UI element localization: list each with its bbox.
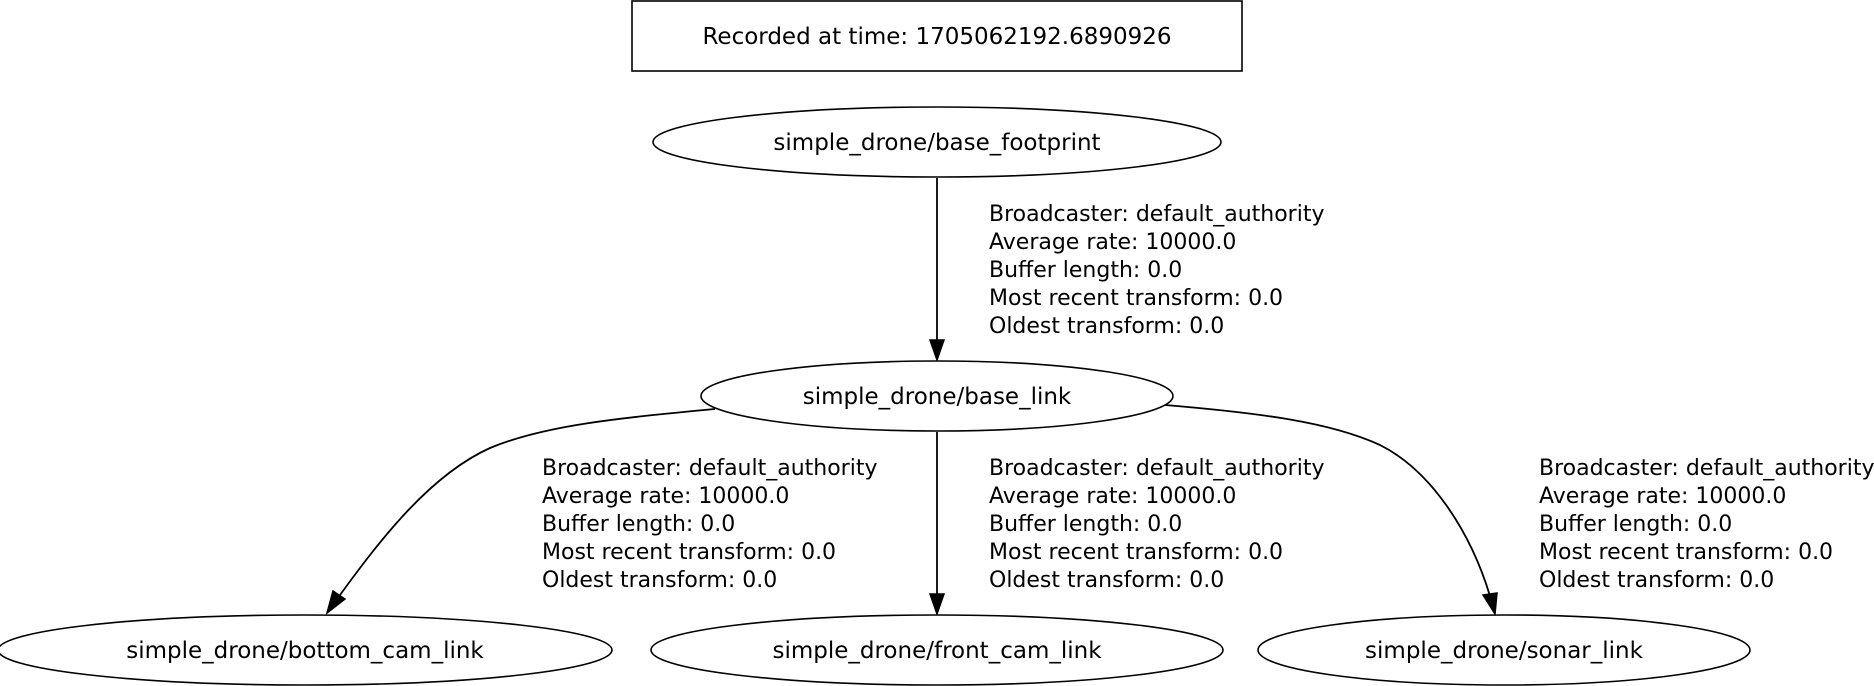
node-base-footprint-label: simple_drone/base_footprint — [773, 130, 1100, 156]
arrowhead-base-link — [928, 339, 946, 363]
node-base-footprint: simple_drone/base_footprint — [652, 106, 1222, 178]
edge-label-line: Average rate: 10000.0 — [989, 230, 1236, 255]
edge-label-line: Broadcaster: default_authority — [1539, 456, 1874, 481]
node-sonar-link: simple_drone/sonar_link — [1257, 614, 1751, 686]
node-base-link-label: simple_drone/base_link — [803, 384, 1072, 410]
arrowhead-front-cam-link — [928, 593, 946, 617]
recorded-time-label: Recorded at time: 1705062192.6890926 — [702, 24, 1171, 50]
arrowhead-bottom-cam-link — [325, 589, 347, 615]
edge-label-line: Oldest transform: 0.0 — [1539, 568, 1774, 593]
node-front-cam-link-label: simple_drone/front_cam_link — [772, 638, 1102, 664]
edge-label-line: Buffer length: 0.0 — [989, 512, 1182, 537]
edge-label-line: Broadcaster: default_authority — [989, 202, 1325, 227]
edge-label-line: Average rate: 10000.0 — [1539, 484, 1786, 509]
edge-label-base-footprint-to-base-link: Broadcaster: default_authority Average r… — [989, 202, 1325, 339]
edge-label-base-link-to-bottom-cam-link: Broadcaster: default_authority Average r… — [542, 456, 878, 593]
edge-label-line: Most recent transform: 0.0 — [989, 286, 1283, 311]
edge-label-base-link-to-sonar-link: Broadcaster: default_authority Average r… — [1539, 456, 1874, 593]
edge-label-line: Oldest transform: 0.0 — [989, 568, 1224, 593]
edge-label-line: Most recent transform: 0.0 — [989, 540, 1283, 565]
edge-label-line: Most recent transform: 0.0 — [1539, 540, 1833, 565]
node-sonar-link-label: simple_drone/sonar_link — [1365, 638, 1644, 664]
edge-base-link-to-bottom-cam-link — [339, 408, 716, 596]
edge-label-line: Oldest transform: 0.0 — [989, 314, 1224, 339]
edge-label-line: Buffer length: 0.0 — [989, 258, 1182, 283]
edge-label-line: Buffer length: 0.0 — [542, 512, 735, 537]
edge-base-link-to-sonar-link — [1164, 404, 1491, 597]
node-bottom-cam-link-label: simple_drone/bottom_cam_link — [126, 638, 484, 664]
edge-label-line: Broadcaster: default_authority — [989, 456, 1325, 481]
edge-label-line: Buffer length: 0.0 — [1539, 512, 1732, 537]
node-base-link: simple_drone/base_link — [700, 360, 1174, 432]
recorded-time-box: Recorded at time: 1705062192.6890926 — [631, 0, 1243, 72]
edge-label-line: Oldest transform: 0.0 — [542, 568, 777, 593]
edge-label-line: Average rate: 10000.0 — [542, 484, 789, 509]
node-bottom-cam-link: simple_drone/bottom_cam_link — [0, 614, 613, 686]
edge-label-line: Average rate: 10000.0 — [989, 484, 1236, 509]
arrowhead-sonar-link — [1481, 592, 1498, 617]
edge-label-line: Most recent transform: 0.0 — [542, 540, 836, 565]
edge-label-line: Broadcaster: default_authority — [542, 456, 878, 481]
node-front-cam-link: simple_drone/front_cam_link — [650, 614, 1224, 686]
edge-label-base-link-to-front-cam-link: Broadcaster: default_authority Average r… — [989, 456, 1325, 593]
